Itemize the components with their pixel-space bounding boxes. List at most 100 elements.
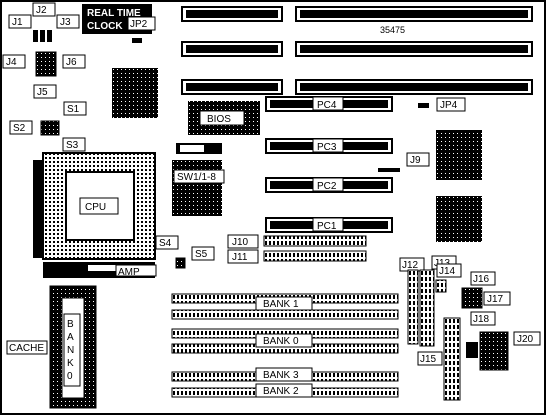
cpu-label: CPU	[85, 202, 106, 213]
j12-label: J12	[402, 260, 419, 271]
s3-label: S3	[66, 140, 79, 151]
sw1-label: SW1/1-8	[177, 172, 216, 183]
s5-label-box	[191, 246, 215, 261]
j5-label-box	[33, 84, 57, 99]
jp4-pins	[418, 103, 429, 108]
j1-label-box	[8, 14, 32, 29]
pc2-slot: PC2	[265, 177, 393, 193]
j9-label: J9	[410, 155, 421, 166]
s5-label: S5	[195, 249, 208, 260]
j4-label-box	[2, 54, 26, 69]
j14-label: J14	[439, 266, 456, 277]
j12-connector	[407, 269, 419, 345]
s4-label-box	[155, 235, 179, 250]
cache-label-box	[6, 340, 48, 355]
sw1-dip-window	[180, 145, 204, 152]
s2-label-box	[9, 120, 33, 135]
cache-bank0-char-1: A	[67, 332, 74, 343]
bank3-label: BANK 3	[263, 370, 299, 381]
bank3-slots: BANK 3	[171, 367, 399, 382]
j11-connector	[263, 250, 367, 262]
amp-label: AMP	[118, 267, 140, 278]
j1-label: J1	[12, 17, 23, 28]
s1-s3-switch	[40, 120, 60, 136]
top-slots	[181, 6, 533, 95]
bios-label-box	[199, 110, 245, 126]
bank2-label: BANK 2	[263, 386, 299, 397]
j20-label-box	[513, 331, 541, 346]
j20-label: J20	[517, 334, 534, 345]
s1-label: S1	[67, 104, 80, 115]
j16-j18-pins	[461, 287, 483, 309]
s4-label: S4	[159, 238, 172, 249]
j3-label-box	[56, 14, 80, 29]
j10-connector	[263, 235, 367, 247]
cache-bank0-char-3: K	[67, 358, 74, 369]
j4-j6-pins	[35, 51, 57, 77]
j1-j3-pins	[33, 30, 52, 42]
j15-label-box	[417, 351, 443, 366]
j16-label: J16	[473, 274, 490, 285]
bank1-slots: BANK 1	[171, 293, 399, 320]
j4-label: J4	[6, 57, 17, 68]
bank0-label: BANK 0	[263, 336, 299, 347]
s4-s5-switch	[175, 257, 186, 269]
j15-connector	[443, 317, 461, 401]
cache-bank0-char-0: B	[67, 319, 74, 330]
cache-label: CACHE	[9, 343, 44, 354]
board-number: 35475	[380, 25, 405, 35]
j5-label: J5	[37, 87, 48, 98]
s3-label-box	[62, 137, 86, 152]
pc4-slot: PC4	[265, 96, 393, 112]
chip-right-upper	[436, 130, 482, 180]
chip-center	[172, 160, 222, 216]
j14-label-box	[436, 263, 462, 278]
bios-label: BIOS	[207, 114, 231, 125]
chip-top-left	[112, 68, 158, 118]
j9-label-box	[406, 152, 430, 167]
j14-connector	[435, 279, 447, 293]
j20-connector	[479, 331, 509, 371]
j2-label-box	[32, 2, 56, 17]
jp4-label-box	[436, 97, 466, 112]
cache-bank0-char-2: N	[67, 345, 74, 356]
s1-label-box	[63, 101, 87, 116]
jp2-label-box	[127, 16, 156, 31]
j17-label: J17	[487, 294, 504, 305]
rtc-label-line2: CLOCK	[87, 21, 123, 32]
bank0-slots: BANK 0	[171, 328, 399, 354]
pc2-label: PC2	[317, 181, 337, 192]
j16-label-box	[470, 271, 496, 286]
cache-bank0-char-4: 0	[67, 371, 73, 382]
j10-label: J10	[232, 237, 249, 248]
j11-label-box	[227, 249, 259, 264]
j6-label-box	[62, 54, 86, 69]
jp2-pins	[132, 38, 142, 43]
j17-label-box	[483, 291, 511, 306]
chip-right-lower	[436, 196, 482, 242]
bank2-slots: BANK 2	[171, 383, 399, 398]
j3-label: J3	[60, 17, 71, 28]
j13-connector	[419, 269, 435, 347]
bank1-label: BANK 1	[263, 299, 299, 310]
j10-label-box	[227, 234, 259, 249]
j2-label: J2	[36, 5, 47, 16]
pc1-label: PC1	[317, 221, 337, 232]
rtc-label-line1: REAL TIME	[87, 8, 141, 19]
cpu-socket: CPU AMP	[33, 152, 157, 278]
cache-bank0: B A N K 0	[49, 285, 97, 409]
sw1-label-box	[173, 169, 225, 184]
j18-label: J18	[473, 314, 490, 325]
j15-label: J15	[420, 354, 437, 365]
j6-label: J6	[66, 57, 77, 68]
pc3-label: PC3	[317, 142, 337, 153]
pc3-slot: PC3	[265, 138, 393, 154]
jp2-label: JP2	[130, 19, 148, 30]
j18-label-box	[470, 311, 496, 326]
j20-connector-tab	[466, 342, 478, 358]
j9-pins	[378, 168, 400, 172]
j11-label: J11	[232, 252, 248, 263]
jp4-label: JP4	[440, 100, 458, 111]
s2-label: S2	[13, 123, 26, 134]
